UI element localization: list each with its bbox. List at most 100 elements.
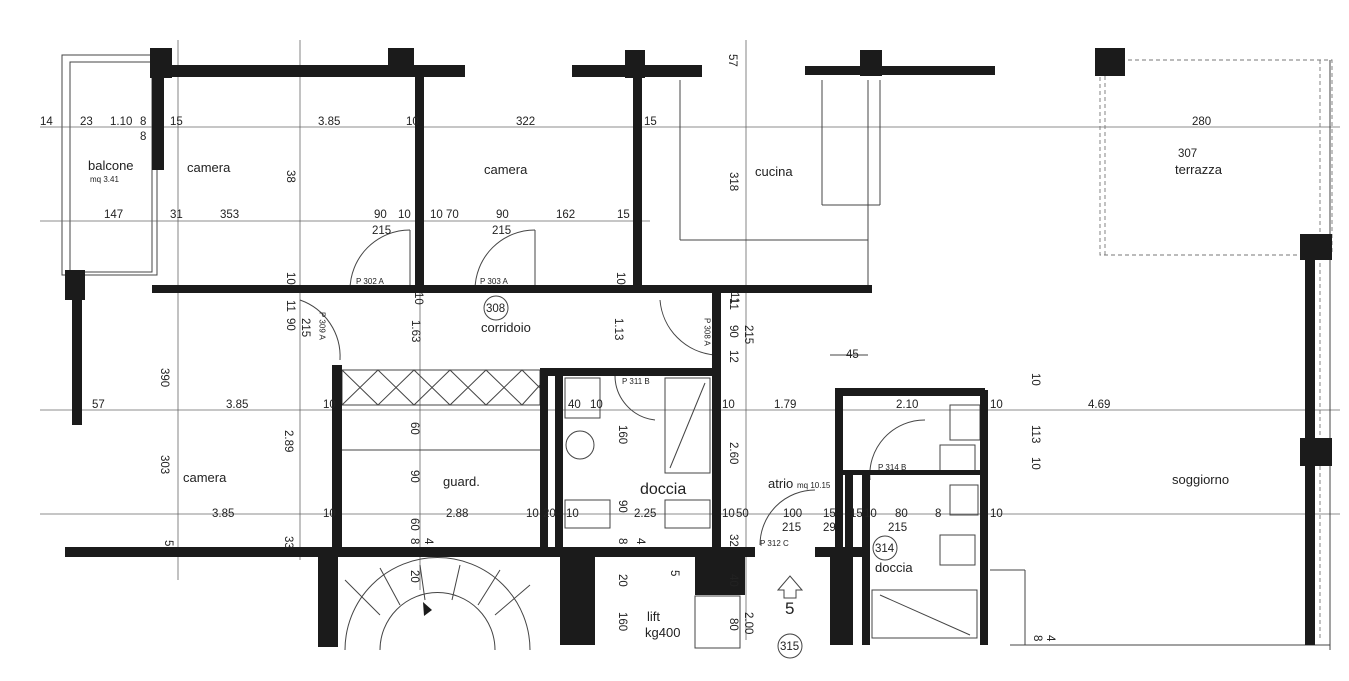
dim-v113r: 113 — [1029, 425, 1041, 443]
door-p308a: P 308 A — [703, 318, 712, 347]
dim-mid-9: 4.69 — [1088, 399, 1110, 411]
dim-v60a: 60 — [408, 422, 420, 435]
door-p302a: P 302 A — [356, 277, 385, 286]
dim-v38: 38 — [284, 170, 296, 183]
dim-v90b: 90 — [616, 500, 628, 513]
dim-corr-right-2: 11 — [727, 298, 739, 310]
dim-bottom-11: 4 — [1044, 635, 1056, 642]
dim-top-10: 280 — [1192, 116, 1211, 128]
dim-mid-6: 1.79 — [774, 399, 796, 411]
dimensions: 14 23 1.10 8 15 3.85 10 322 15 57 280 8 … — [40, 54, 1211, 642]
dim-corr-left-1: 11 — [284, 300, 296, 312]
dim-v289: 2.89 — [282, 430, 294, 452]
door-p311b: P 311 B — [622, 377, 650, 386]
dim-bottom-12: 20 — [616, 574, 628, 587]
code-308: 308 — [486, 303, 505, 315]
dim-bot-15: 10 — [990, 508, 1003, 520]
room-cucina: cucina — [755, 164, 793, 179]
dim-v113: 1.13 — [612, 318, 624, 340]
dim-v318: 318 — [727, 172, 739, 191]
dim-row2-sub-0: 215 — [372, 225, 391, 237]
room-balcone-area: mq 3.41 — [90, 175, 119, 184]
room-camera-2: camera — [484, 162, 528, 177]
dim-bot-8: 50 — [736, 508, 749, 520]
dim-top-8: 15 — [644, 116, 657, 128]
dim-mid-0: 57 — [92, 399, 105, 411]
dim-bot-3: 10 — [526, 508, 539, 520]
dim-bottom-3: 4 — [422, 538, 434, 545]
door-p303a: P 303 A — [480, 277, 509, 286]
dim-row2-sub-1: 215 — [492, 225, 511, 237]
dim-bottom-6: 40 — [727, 574, 739, 587]
dim-45: 45 — [846, 349, 859, 361]
dim-mid-3: 40 — [568, 399, 581, 411]
room-codes: 307 308 314 315 5 P 302 A P 303 A P 309 … — [318, 148, 1198, 653]
dim-row2-1: 31 — [170, 209, 183, 221]
dim-top-1: 23 — [80, 116, 93, 128]
dim-row2-3: 90 — [374, 209, 387, 221]
dim-bot-14: 8 — [935, 508, 941, 520]
dim-v10r1: 10 — [1029, 373, 1041, 386]
construction-lines — [40, 40, 1340, 659]
dim-top-6: 10 — [406, 116, 419, 128]
dim-v390: 390 — [158, 368, 170, 387]
dim-top-7: 322 — [516, 116, 535, 128]
room-labels: balcone mq 3.41 camera camera camera cuc… — [88, 158, 1229, 640]
dim-v160: 160 — [616, 425, 628, 444]
dim-bottom-2: 8 — [408, 538, 420, 544]
dim-bottom-5: 32 — [727, 534, 739, 547]
dim-top-3: 8 — [140, 116, 146, 128]
walls — [65, 48, 1332, 647]
dim-top-2: 1.10 — [110, 116, 132, 128]
dim-row2-4: 10 — [398, 209, 411, 221]
dim-row2-2: 353 — [220, 209, 239, 221]
dim-top-4: 15 — [170, 116, 183, 128]
room-doccia-1: doccia — [640, 481, 686, 498]
dim-v10r2: 10 — [1029, 457, 1041, 470]
dim-row2-5: 10 — [430, 209, 443, 221]
dim-bot-6: 2.25 — [634, 508, 656, 520]
room-atrio: atrio — [768, 476, 793, 491]
dim-bot-11: 15 — [850, 508, 863, 520]
dim-v11: 11 — [728, 292, 740, 304]
dim-bottom-8: 4 — [634, 538, 646, 545]
room-lift-capacity: kg400 — [645, 625, 680, 640]
dim-bottom-13: 160 — [616, 612, 628, 631]
dim-bot-sub-0: 215 — [782, 522, 801, 534]
dim-bot-5: 10 — [566, 508, 579, 520]
dim-bot-9: 100 — [783, 508, 802, 520]
dim-row2-0: 147 — [104, 209, 123, 221]
dim-bottom-10: 8 — [1031, 635, 1043, 641]
dim-corr-right-0: 12 — [727, 350, 739, 363]
room-terrazza: terrazza — [1175, 162, 1223, 177]
dim-bottom-7: 8 — [616, 538, 628, 544]
code-314: 314 — [875, 543, 895, 555]
dim-top-0: 14 — [40, 116, 53, 128]
room-guard: guard. — [443, 474, 480, 489]
dim-row2-9: 15 — [617, 209, 630, 221]
door-p309a: P 309 A — [318, 312, 327, 341]
room-camera-1: camera — [187, 160, 231, 175]
dim-corr-right-1: 90 — [727, 325, 739, 338]
dim-bot-1: 10 — [323, 508, 336, 520]
dim-bottom-9: 5 — [668, 570, 680, 576]
dim-v303: 303 — [158, 455, 170, 474]
room-balcone: balcone — [88, 158, 134, 173]
dim-bot-4: 20 — [543, 508, 556, 520]
dim-bot-sub-2: 215 — [888, 522, 907, 534]
dim-v90a: 90 — [408, 470, 420, 483]
dim-mid-1: 3.85 — [226, 399, 248, 411]
dim-top-sub: 8 — [140, 131, 146, 143]
dim-v60b: 60 — [408, 518, 420, 531]
dim-corr-left-2: 215 — [299, 318, 311, 337]
dim-bot-2: 2.88 — [446, 508, 468, 520]
dim-bottom-0: 5 — [162, 540, 174, 546]
room-lift: lift — [647, 609, 660, 624]
dim-v10b: 10 — [412, 292, 424, 305]
door-p314b: P 314 B — [878, 463, 906, 472]
dim-bot-10: 15 — [823, 508, 836, 520]
room-corridoio: corridoio — [481, 320, 531, 335]
dim-mid-4: 10 — [590, 399, 603, 411]
dim-bot-0: 3.85 — [212, 508, 234, 520]
dim-mid-7: 2.10 — [896, 399, 918, 411]
